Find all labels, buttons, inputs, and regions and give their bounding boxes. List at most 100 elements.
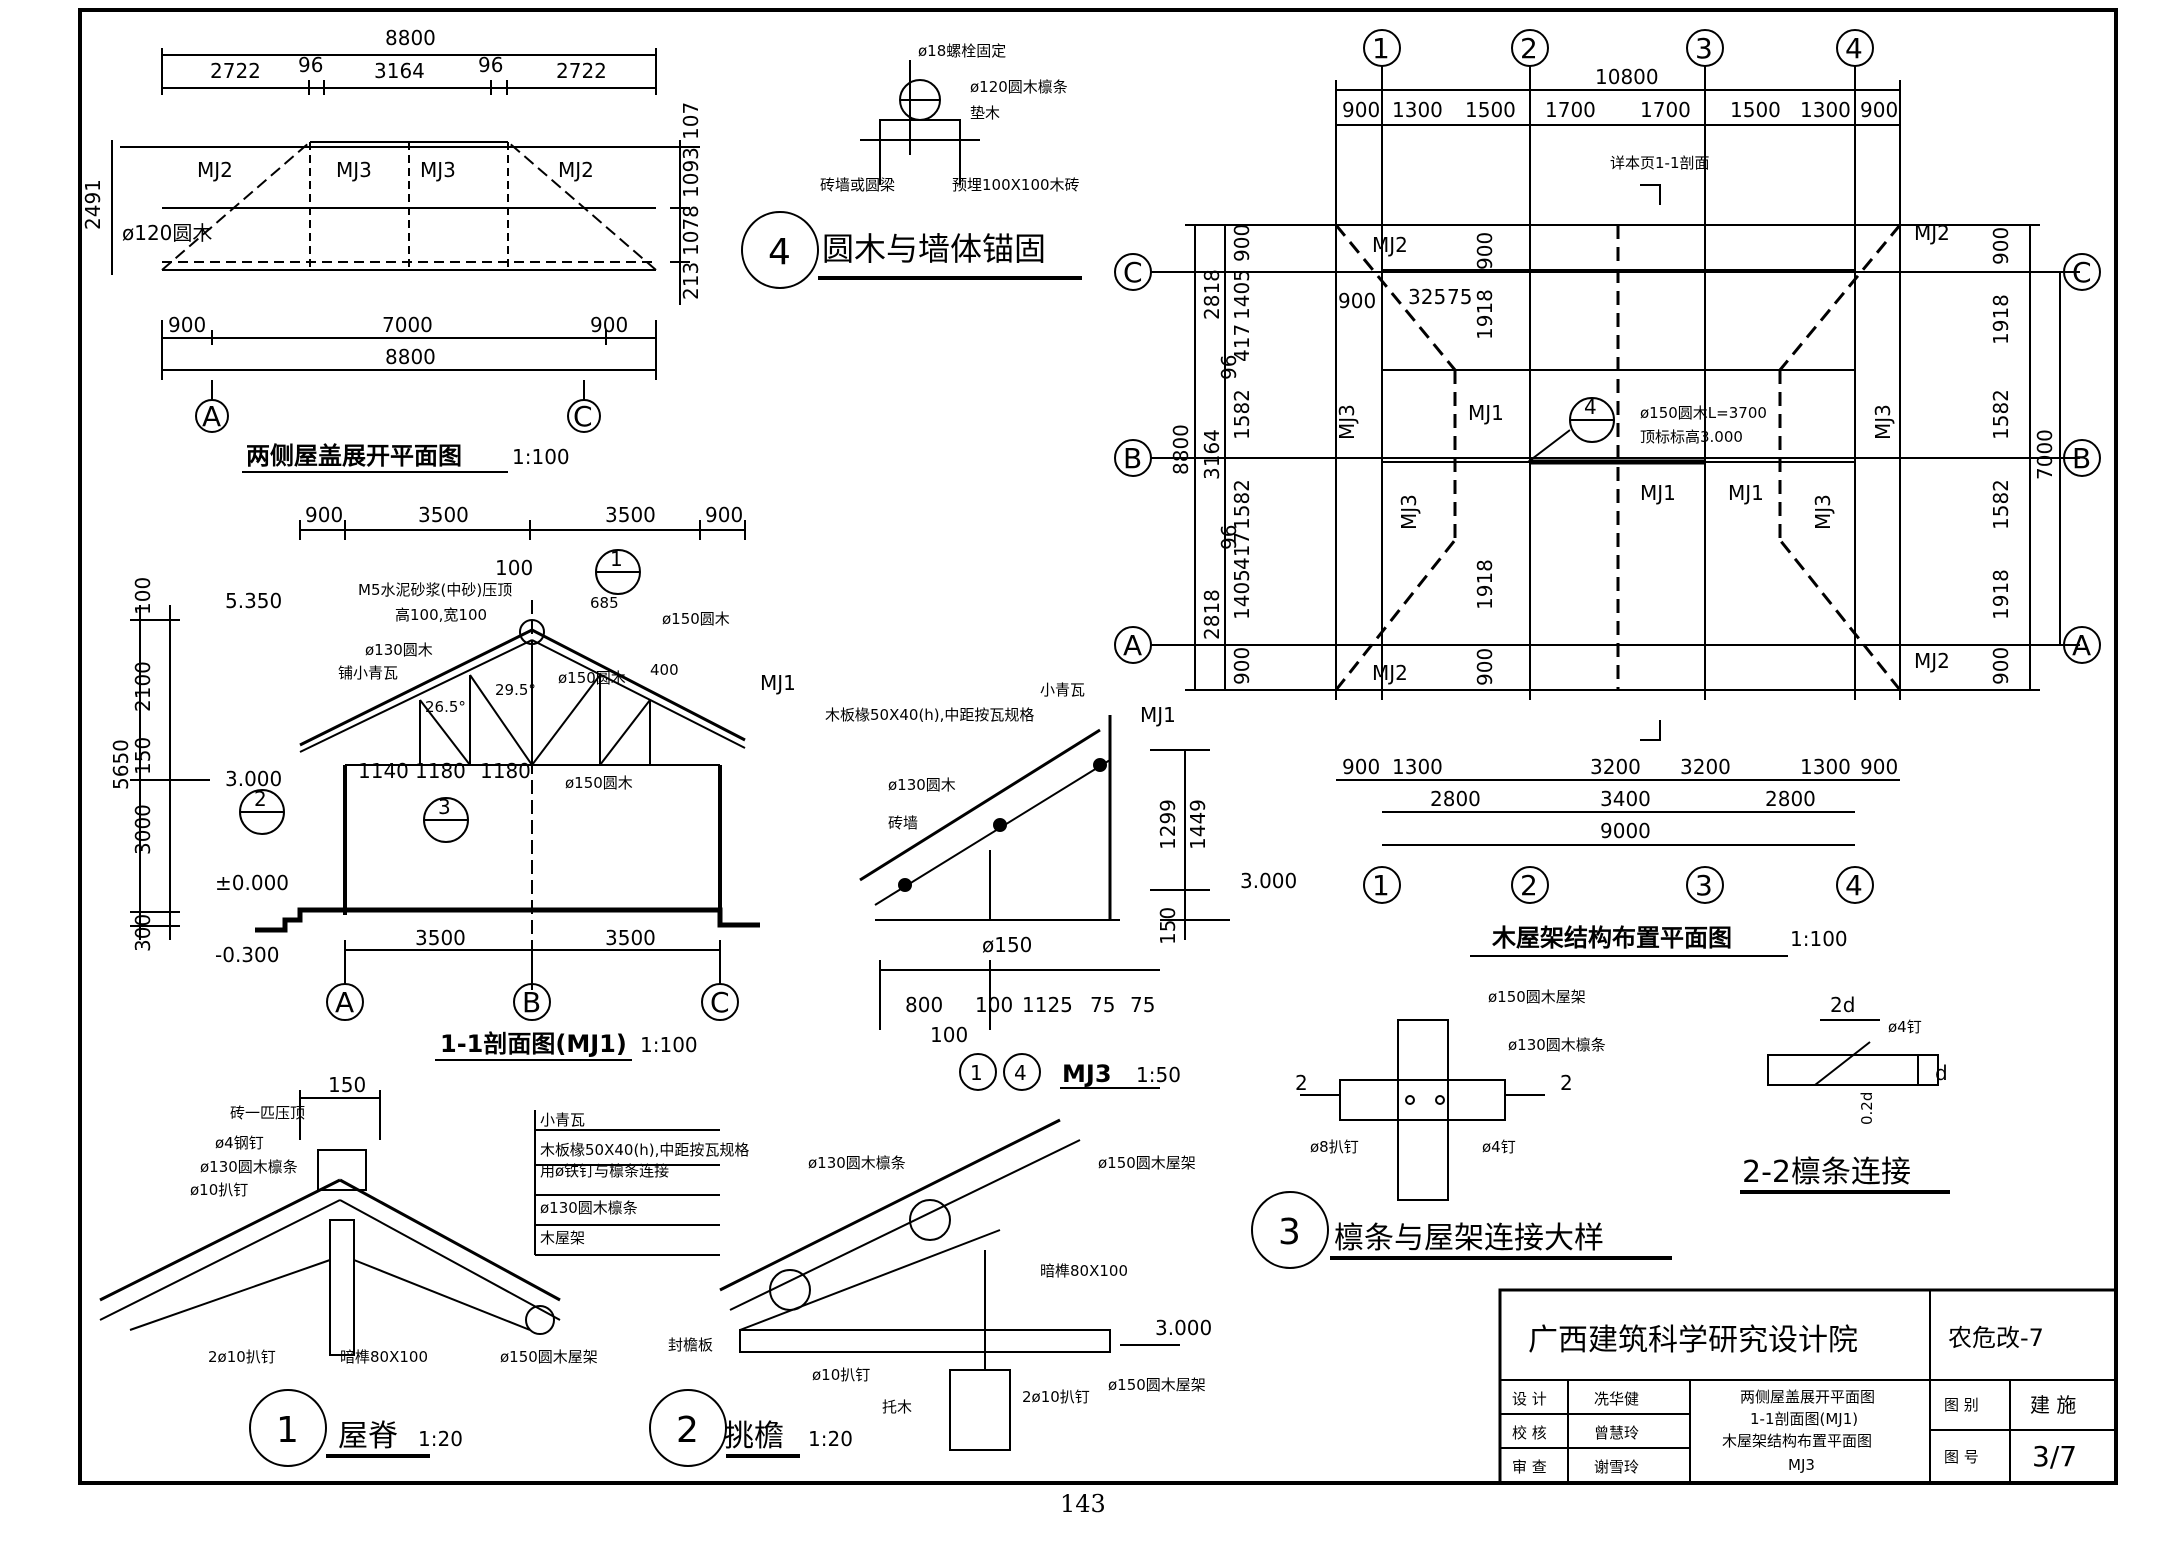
d1-lg0: 小青瓦 bbox=[540, 1111, 585, 1129]
s-lbl5: ø150圆木 bbox=[565, 774, 633, 792]
tb-dwg1: 1-1剖面图(MJ1) bbox=[1750, 1410, 1858, 1428]
d1-lg3: ø130圆木檩条 bbox=[540, 1199, 638, 1217]
rp-b1-5: 900 bbox=[1860, 755, 1898, 779]
detail-2-eave bbox=[649, 1118, 1180, 1467]
tb-cat-label: 图 别 bbox=[1944, 1396, 1979, 1414]
rp-axis-b1: 1 bbox=[1372, 869, 1390, 902]
rp-axis-2: 2 bbox=[1520, 32, 1538, 65]
s-ang0: 26.5° bbox=[425, 698, 466, 716]
d1-b2: ø150圆木屋架 bbox=[500, 1348, 598, 1366]
s-ref1: 1 bbox=[610, 547, 623, 571]
d1-lg2: 用ø铁钉与檩条连接 bbox=[540, 1162, 669, 1180]
s-lv1: 3.000 bbox=[225, 767, 282, 791]
mj3-num1: 1 bbox=[970, 1061, 983, 1085]
rp-left-outer-1: 3164 bbox=[1200, 429, 1224, 480]
rp-mj3-l: MJ3 bbox=[1335, 404, 1359, 440]
axis-c: C bbox=[573, 400, 593, 433]
rp-mj1-a: MJ1 bbox=[1468, 401, 1504, 425]
rp-mj2-br: MJ2 bbox=[1914, 649, 1950, 673]
detail-mj3-text: 小青瓦 木板椽50X40(h),中距按瓦规格 MJ1 ø130圆木 砖墙 ø15… bbox=[825, 681, 1297, 1088]
tb-org: 广西建筑科学研究设计院 bbox=[1528, 1323, 1858, 1358]
s-ld3: 3000 bbox=[131, 804, 155, 855]
rp-right-total: 7000 bbox=[2033, 429, 2057, 480]
rp-left-outer-2: 2818 bbox=[1200, 589, 1224, 640]
rp-section-ref: 详本页1-1剖面 bbox=[1610, 154, 1710, 172]
rp-d6: 1300 bbox=[1800, 98, 1851, 122]
s-ld4: 300 bbox=[131, 914, 155, 952]
s-db1: 3500 bbox=[605, 926, 656, 950]
detail-4-text: ø18螺栓固定 ø120圆木檩条 垫木 砖墙或圆梁 预埋100X100木砖 4 … bbox=[768, 42, 1080, 273]
s-scale: 1:100 bbox=[640, 1033, 698, 1057]
s-note2: 高100,宽100 bbox=[395, 606, 487, 624]
d1-150: 150 bbox=[328, 1073, 366, 1097]
rp-mj3-r: MJ3 bbox=[1871, 404, 1895, 440]
dim-left: 2491 bbox=[81, 179, 105, 230]
mj3-purlin: ø130圆木 bbox=[888, 776, 956, 794]
rp-axis-b4: 4 bbox=[1845, 869, 1863, 902]
tb-no-val: 3/7 bbox=[2032, 1440, 2077, 1473]
s-ax0: A bbox=[335, 986, 354, 1019]
d22-02d: 0.2d bbox=[1858, 1092, 1876, 1125]
rp-mj1-c: MJ1 bbox=[1728, 481, 1764, 505]
s-bi1: 1180 bbox=[415, 759, 466, 783]
d3-nail: ø4钉 bbox=[1482, 1138, 1516, 1156]
s-ax2: C bbox=[710, 986, 730, 1019]
page-number: 143 bbox=[1060, 1490, 1106, 1518]
dim-right-1: 1093 bbox=[679, 147, 703, 198]
mj3-mj1: MJ1 bbox=[1140, 703, 1176, 727]
s-d1: 3500 bbox=[418, 503, 469, 527]
plan-top-title: 两侧屋盖展开平面图 bbox=[246, 442, 462, 470]
detail-3-connection bbox=[1251, 1019, 1672, 1269]
rp-mj2-tr: MJ2 bbox=[1914, 221, 1950, 245]
rp-pipe: ø150圆木L=3700 bbox=[1640, 404, 1767, 422]
rp-axis-a-l: A bbox=[1123, 629, 1142, 662]
mj3-scale: 1:50 bbox=[1136, 1063, 1181, 1087]
label-mj2-left: MJ2 bbox=[197, 158, 233, 182]
dim-c: 3164 bbox=[374, 59, 425, 83]
rp-title: 木屋架结构布置平面图 bbox=[1491, 924, 1732, 952]
s-lbl1: 铺小青瓦 bbox=[338, 664, 398, 682]
mj3-wall: 砖墙 bbox=[888, 814, 918, 832]
s-mj1: MJ1 bbox=[760, 671, 796, 695]
tb-no-label: 图 号 bbox=[1944, 1448, 1979, 1466]
rp-right-1: 1918 bbox=[1989, 294, 2013, 345]
rp-left-inner-4: 1582 bbox=[1230, 389, 1254, 440]
sheet-border bbox=[78, 8, 2118, 1485]
rp-d5: 1500 bbox=[1730, 98, 1781, 122]
rp-b2-1: 3400 bbox=[1600, 787, 1651, 811]
detail-2-2-text: 2d ø4钉 d 0.2d 2-2檩条连接 bbox=[1742, 993, 1948, 1190]
d4-pad: 垫木 bbox=[970, 104, 1000, 122]
rp-axis-3: 3 bbox=[1695, 32, 1713, 65]
d2-title: 挑檐 bbox=[724, 1419, 784, 1454]
d2-frame2: ø150圆木屋架 bbox=[1108, 1376, 1206, 1394]
d1-scale: 1:20 bbox=[418, 1427, 463, 1451]
axis-a: A bbox=[202, 400, 221, 433]
dim-total-top: 8800 bbox=[385, 26, 436, 50]
rp-right-0: 900 bbox=[1989, 227, 2013, 265]
dim-bottom-total: 8800 bbox=[385, 345, 436, 369]
rp-axis-1: 1 bbox=[1372, 32, 1390, 65]
tb-dwg3: MJ3 bbox=[1788, 1456, 1815, 1474]
label-mj3-b: MJ3 bbox=[420, 158, 456, 182]
tb-name0: 冼华健 bbox=[1594, 1390, 1639, 1408]
s-db0: 3500 bbox=[415, 926, 466, 950]
rp-axis-c-l: C bbox=[1123, 256, 1143, 289]
rp-axis-a-r: A bbox=[2072, 629, 2091, 662]
rp-left-inner-3: 96 bbox=[1217, 355, 1241, 380]
detail-2-2 bbox=[1740, 1019, 1950, 1194]
rp-axis-4: 4 bbox=[1845, 32, 1863, 65]
d2-bolt2: 2ø10扒钉 bbox=[1022, 1388, 1090, 1406]
mj3-d1: 1449 bbox=[1186, 799, 1210, 850]
d4-num: 4 bbox=[768, 232, 791, 273]
d1-purlin: ø130圆木檩条 bbox=[200, 1158, 298, 1176]
rp-mj2-bl: MJ2 bbox=[1372, 661, 1408, 685]
s-lv2: ±0.000 bbox=[215, 871, 289, 895]
s-ld1: 2100 bbox=[131, 661, 155, 712]
d4-bolt: ø18螺栓固定 bbox=[918, 42, 1006, 60]
d2-purlin: ø130圆木檩条 bbox=[808, 1154, 906, 1172]
rp-inner-325: 325 bbox=[1408, 285, 1446, 309]
rp-mj1-b: MJ1 bbox=[1640, 481, 1676, 505]
s-bi2: 1180 bbox=[480, 759, 531, 783]
d3-title: 檩条与屋架连接大样 bbox=[1334, 1221, 1604, 1256]
tb-role2: 审 查 bbox=[1512, 1458, 1547, 1476]
